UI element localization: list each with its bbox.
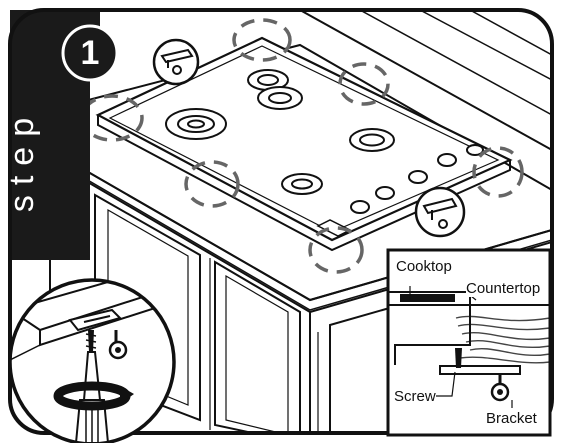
bracket-icon	[68, 308, 128, 360]
burner	[165, 69, 395, 195]
wood-grain	[455, 315, 550, 364]
screw-label: Screw	[394, 388, 436, 405]
rotation-arrow-icon	[53, 381, 134, 411]
cooktop-label: Cooktop	[396, 258, 452, 275]
bracket-label: Bracket	[486, 410, 537, 427]
cooktop	[95, 36, 513, 252]
countertop-label: Countertop	[466, 280, 541, 297]
screw-icon	[85, 330, 97, 352]
screw-icon	[455, 348, 462, 368]
control-knob	[350, 144, 484, 214]
bracket-icon	[414, 186, 466, 238]
step-number: 1	[80, 34, 100, 72]
cross-section-inset	[386, 248, 552, 437]
step-label: step	[3, 107, 41, 213]
bracket-icon	[152, 38, 200, 86]
